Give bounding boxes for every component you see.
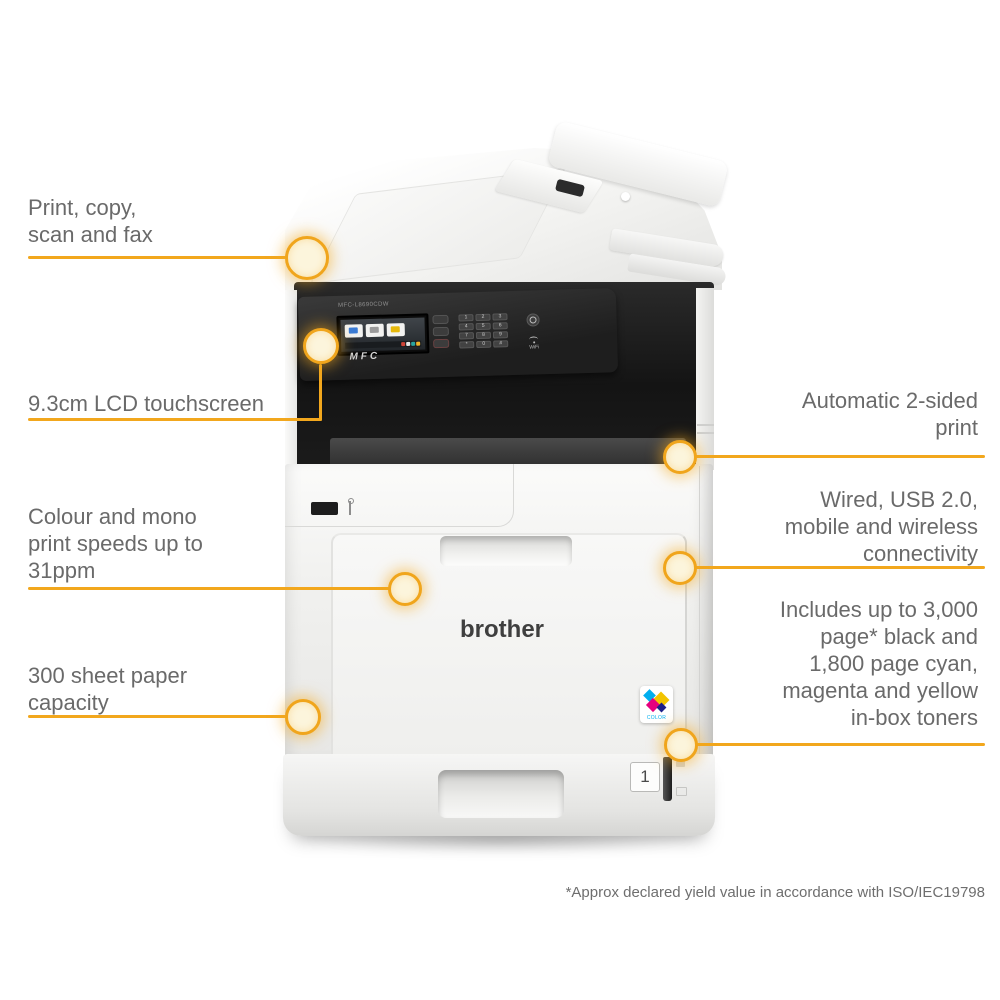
- paper-output-shelf: [330, 438, 686, 468]
- wifi-icon-dot: [533, 341, 536, 344]
- wifi-button-label: WiFi: [529, 344, 540, 351]
- power-icon: [529, 316, 537, 324]
- usb-port: [311, 502, 338, 515]
- tray-mark: [676, 787, 687, 796]
- scan-tile-icon: [386, 323, 405, 337]
- callout-line-toners: [696, 743, 985, 746]
- callout-label-features: Print, copy, scan and fax: [28, 195, 153, 247]
- back-button: [432, 314, 449, 325]
- control-panel: MFC-L8690CDW: [297, 288, 619, 381]
- callout-circle-duplex: [663, 440, 697, 474]
- keypad-key: 5: [475, 322, 491, 331]
- paper-tray-handle: [438, 770, 564, 818]
- status-chip-white: [406, 341, 411, 347]
- front-door-handle: [440, 536, 572, 566]
- callout-label-paper: 300 sheet paper capacity: [28, 663, 188, 715]
- callout-line-features: [28, 256, 286, 259]
- lcd-home-tiles: [344, 323, 405, 338]
- callout-line-touchscreen: [28, 418, 322, 421]
- keypad-key: 7: [458, 332, 475, 340]
- usb-icon: [344, 498, 356, 518]
- lcd-status-bar: [345, 340, 422, 349]
- side-seam: [697, 424, 714, 426]
- keypad-key: #: [493, 340, 509, 348]
- callout-circle-speed: [388, 572, 422, 606]
- copy-tile-icon: [365, 323, 384, 338]
- callout-label-speed: Colour and mono print speeds up to 31ppm: [28, 504, 203, 583]
- status-chip-teal: [411, 341, 416, 346]
- callout-circle-toners: [664, 728, 698, 762]
- wifi-button: WiFi: [523, 335, 545, 354]
- keypad-key: 4: [458, 323, 474, 331]
- keypad-key: 0: [476, 340, 492, 349]
- fax-tile-icon: [344, 324, 363, 338]
- power-button: [526, 313, 540, 327]
- callout-circle-paper: [285, 699, 321, 735]
- front-door: [331, 533, 687, 756]
- cancel-button: [433, 338, 450, 349]
- left-side-panel: [285, 290, 297, 470]
- callout-line-duplex: [695, 455, 985, 458]
- callout-label-duplex: Automatic 2-sided print: [801, 388, 978, 440]
- color-badge-icon: COLOR: [640, 686, 673, 723]
- callout-circle-connectivity: [663, 551, 697, 585]
- keypad-key: 2: [475, 313, 491, 322]
- footnote: *Approx declared yield value in accordan…: [565, 884, 985, 901]
- keypad-key: *: [459, 341, 475, 349]
- adf-knob: [621, 192, 630, 201]
- lcd-touchscreen: [336, 313, 430, 356]
- lcd-screen: [340, 317, 426, 352]
- callout-line-connectivity: [695, 566, 985, 569]
- keypad-key: 6: [492, 322, 508, 330]
- right-side-panel: [696, 288, 714, 470]
- keypad-key: 9: [492, 331, 509, 339]
- body-seam-right: [699, 466, 700, 754]
- keypad-key: 1: [458, 314, 474, 322]
- callout-vline-touchscreen: [319, 364, 322, 421]
- callout-label-touchscreen: 9.3cm LCD touchscreen: [28, 391, 264, 416]
- callout-line-paper: [28, 715, 286, 718]
- series-label: MFC: [349, 350, 381, 363]
- callout-line-speed: [28, 587, 390, 590]
- numeric-keypad: 1 2 3 4 5 6 7 8 9 * 0 #: [458, 313, 509, 349]
- keypad-key: 8: [475, 331, 492, 340]
- tray-number-badge: 1: [630, 762, 660, 792]
- callout-circle-touchscreen: [303, 328, 339, 364]
- status-chip-red: [401, 342, 406, 347]
- status-chip-yellow: [416, 341, 421, 346]
- tray-mark: [676, 761, 685, 767]
- callout-label-connectivity: Wired, USB 2.0, mobile and wireless conn…: [784, 487, 978, 566]
- keypad-key: 3: [492, 313, 508, 321]
- callout-label-toners: Includes up to 3,000 page* black and 1,8…: [779, 597, 978, 730]
- body-seam: [285, 464, 514, 527]
- side-seam: [697, 432, 714, 434]
- model-label: MFC-L8690CDW: [338, 301, 389, 309]
- tray-paper-level-indicator: [663, 757, 672, 801]
- brother-logo: brother: [460, 616, 544, 643]
- callout-circle-features: [285, 236, 329, 280]
- home-button: [432, 326, 449, 337]
- color-badge-label: COLOR: [646, 715, 667, 721]
